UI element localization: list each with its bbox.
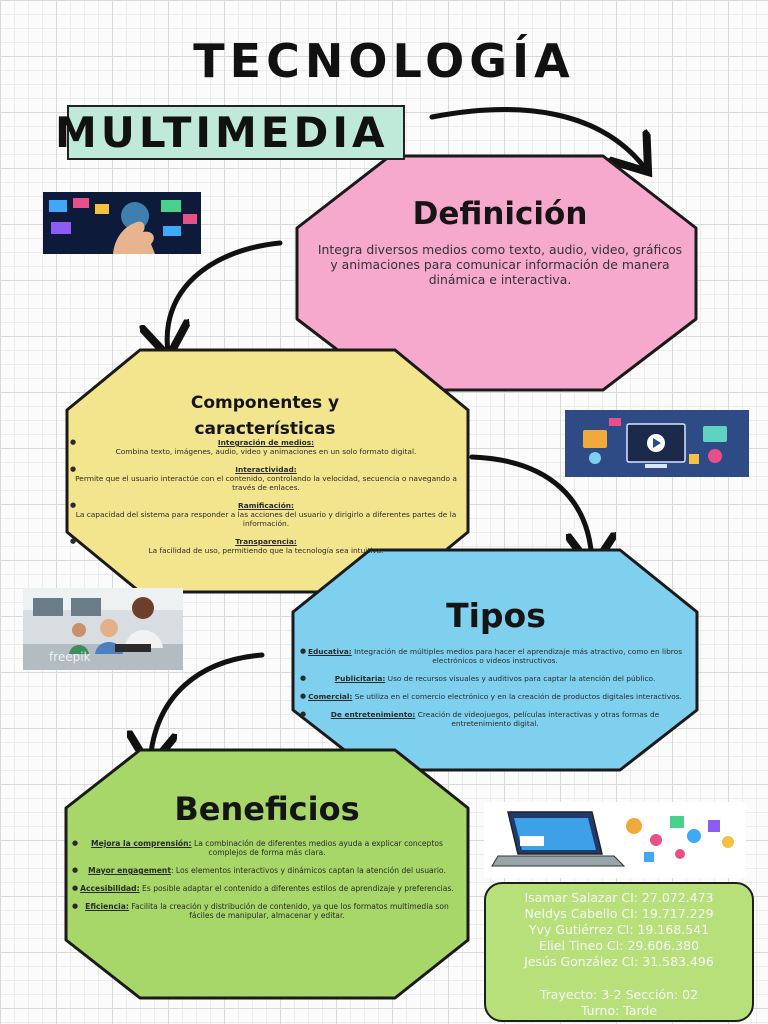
item-text: : Los elementos interactivos y dinámicos… xyxy=(170,866,446,875)
item-heading: Accesibilidad: xyxy=(80,884,140,893)
list-item: ●Accesibilidad: Es posible adaptar el co… xyxy=(72,884,454,893)
arrow-to-componentes xyxy=(167,240,283,352)
item-text: Facilita la creación y distribución de c… xyxy=(131,902,449,920)
beneficios-list: ●Mejora la comprensión: La combinación d… xyxy=(72,839,462,929)
author-line: Yvy Gutiérrez CI: 19.168.541 xyxy=(528,922,710,937)
item-text: Creación de videojuegos, películas inter… xyxy=(417,710,660,728)
list-item: ●Interactividad:Permite que el usuario i… xyxy=(70,465,462,492)
definicion-title: Definición xyxy=(412,196,588,232)
item-text: Uso de recursos visuales y auditivos par… xyxy=(387,674,656,683)
item-text: Integración de múltiples medios para hac… xyxy=(354,647,683,665)
item-heading: Mayor engagement xyxy=(88,866,171,875)
multimedia-monitor-image xyxy=(565,410,749,477)
list-item: ●Transparencia:La facilidad de uso, perm… xyxy=(70,537,462,555)
item-heading: Mejora la comprensión: xyxy=(91,839,192,848)
page-title: TECNOLOGÍA xyxy=(193,34,575,88)
author-line: Isamar Salazar CI: 27.072.473 xyxy=(524,890,714,905)
item-heading: Eficiencia: xyxy=(85,902,129,911)
arrow-to-definicion xyxy=(429,107,645,168)
laptop-icons-image xyxy=(484,802,746,878)
tipos-title: Tipos xyxy=(446,596,546,635)
image-watermark: freepik xyxy=(49,650,91,664)
beneficios-title: Beneficios xyxy=(174,790,360,828)
list-item: ●De entretenimiento: Creación de videoju… xyxy=(300,710,660,728)
list-item: ●Eficiencia: Facilita la creación y dist… xyxy=(72,902,449,920)
item-heading: Transparencia: xyxy=(235,537,297,546)
trayecto-line: Trayecto: 3-2 Sección: 02 xyxy=(539,987,699,1002)
item-text: Permite que el usuario interactúe con el… xyxy=(75,474,457,492)
item-text: Es posible adaptar el contenido a difere… xyxy=(142,884,454,893)
definicion-text: Integra diversos medios como texto, audi… xyxy=(317,242,683,287)
item-heading: Ramificación: xyxy=(238,501,294,510)
item-heading: Publicitaria: xyxy=(334,674,386,683)
list-item: ●Publicitaria: Uso de recursos visuales … xyxy=(300,674,656,683)
subtitle-banner xyxy=(67,105,405,160)
touch-screen-image xyxy=(43,192,201,254)
item-heading: Integración de medios: xyxy=(217,438,315,447)
list-item: ●Integración de medios:Combina texto, im… xyxy=(70,438,462,456)
author-line: Neldys Cabello CI: 19.717.229 xyxy=(524,906,714,921)
item-text: Se utiliza en el comercio electrónico y … xyxy=(354,692,682,701)
arrow-to-beneficios xyxy=(150,652,265,762)
turno-line: Turno: Tarde xyxy=(580,1003,658,1018)
classroom-photo: freepik xyxy=(23,588,183,670)
list-item: ●Mejora la comprensión: La combinación d… xyxy=(72,839,443,857)
list-item: ●Mayor engagement: Los elementos interac… xyxy=(72,866,446,875)
item-heading: Educativa: xyxy=(307,647,352,656)
list-item: ●Comercial: Se utiliza en el comercio el… xyxy=(300,692,682,701)
item-heading: Comercial: xyxy=(308,692,353,701)
item-text: La capacidad del sistema para responder … xyxy=(75,510,457,528)
list-item: ●Educativa: Integración de múltiples med… xyxy=(300,647,683,665)
componentes-title: Componentes y características xyxy=(190,393,340,439)
item-text: La facilidad de uso, permitiendo que la … xyxy=(148,546,384,555)
item-heading: Interactividad: xyxy=(235,465,297,474)
page-subtitle: MULTIMEDIA xyxy=(55,108,389,157)
item-heading: De entretenimiento: xyxy=(330,710,416,719)
author-line: Eliel Tineo CI: 29.606.380 xyxy=(538,938,700,953)
authors-box: Isamar Salazar CI: 27.072.473 Neldys Cab… xyxy=(484,882,754,1022)
list-item: ●Ramificación:La capacidad del sistema p… xyxy=(70,501,462,528)
componentes-list: ●Integración de medios:Combina texto, im… xyxy=(70,438,462,564)
item-text: La combinación de diferentes medios ayud… xyxy=(194,839,443,857)
author-line: Jesús González CI: 31.583.496 xyxy=(524,954,714,969)
item-text: Combina texto, imágenes, audio, video y … xyxy=(115,447,417,456)
arrow-to-tipos xyxy=(469,454,592,563)
tipos-list: ●Educativa: Integración de múltiples med… xyxy=(300,647,690,737)
